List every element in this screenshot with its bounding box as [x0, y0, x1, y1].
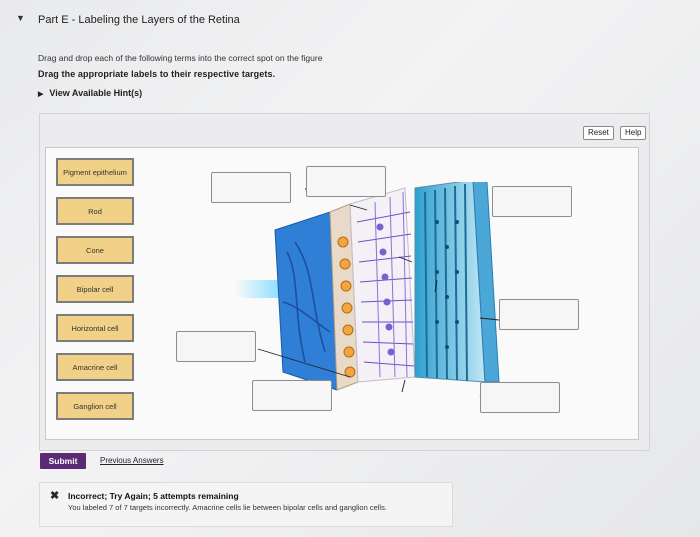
- incorrect-x-icon: ✖: [50, 490, 60, 502]
- retina-figure: [235, 182, 500, 398]
- instruction-text: Drag and drop each of the following term…: [38, 53, 323, 63]
- instruction-drag: Drag the appropriate labels to their res…: [38, 69, 276, 79]
- term-cone[interactable]: Cone: [56, 236, 134, 264]
- term-pigment-epithelium[interactable]: Pigment epithelium: [56, 158, 134, 186]
- drop-target-3[interactable]: [492, 186, 572, 217]
- feedback-panel: [39, 482, 453, 527]
- help-button[interactable]: Help: [620, 126, 647, 140]
- feedback-title: Incorrect; Try Again; 5 attempts remaini…: [68, 491, 239, 501]
- ganglion-cells: [337, 236, 356, 378]
- collapse-arrow-icon[interactable]: ▼: [16, 13, 25, 23]
- term-amacrine-cell[interactable]: Amacrine cell: [56, 353, 134, 381]
- term-bipolar-cell[interactable]: Bipolar cell: [56, 275, 134, 303]
- term-rod[interactable]: Rod: [56, 197, 134, 225]
- drop-target-2[interactable]: [306, 166, 386, 197]
- previous-answers-link[interactable]: Previous Answers: [100, 456, 164, 465]
- drop-target-5[interactable]: [176, 331, 256, 362]
- term-ganglion-cell[interactable]: Ganglion cell: [56, 392, 134, 420]
- reset-button[interactable]: Reset: [583, 126, 614, 140]
- drop-target-1[interactable]: [211, 172, 291, 203]
- drop-target-7[interactable]: [480, 382, 560, 413]
- drop-target-4[interactable]: [499, 299, 579, 330]
- term-horizontal-cell[interactable]: Horizontal cell: [56, 314, 134, 342]
- submit-button[interactable]: Submit: [40, 453, 86, 469]
- feedback-message: You labeled 7 of 7 targets incorrectly. …: [68, 503, 387, 512]
- view-hints-link[interactable]: ▶ View Available Hint(s): [38, 88, 142, 98]
- hints-label: View Available Hint(s): [49, 88, 143, 98]
- part-title: Part E - Labeling the Layers of the Reti…: [38, 14, 240, 26]
- caret-right-icon: ▶: [38, 91, 44, 98]
- bipolar-cells: [376, 223, 395, 356]
- drop-target-6[interactable]: [252, 380, 332, 411]
